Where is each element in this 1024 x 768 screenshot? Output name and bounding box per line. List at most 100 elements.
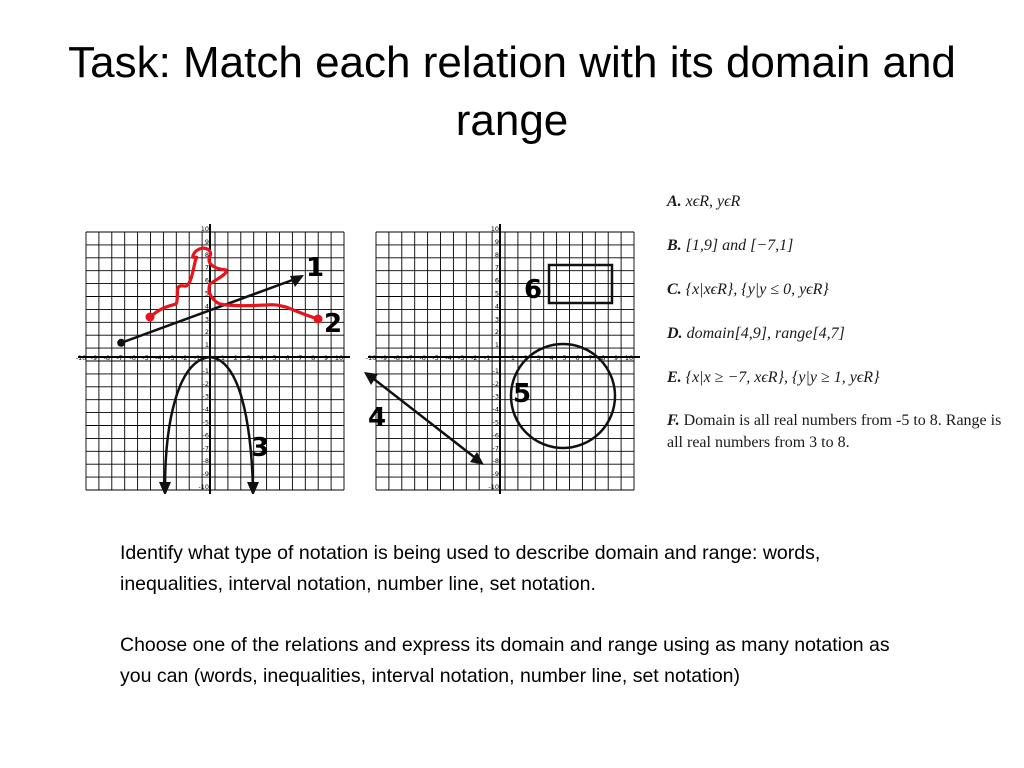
x-tick-label: 9 [324, 354, 328, 362]
x-tick-label: 5 [272, 354, 276, 362]
y-tick-label: -9 [203, 470, 209, 478]
y-tick-label: 1 [205, 341, 209, 349]
x-tick-label: -4 [155, 354, 161, 362]
x-tick-label: -1 [194, 354, 200, 362]
y-tick-label: -1 [493, 367, 499, 375]
relation-2-left-point [145, 312, 155, 322]
y-tick-label: 6 [495, 277, 499, 285]
relation-1-ray [120, 276, 299, 344]
x-tick-label: 10 [625, 354, 633, 362]
x-tick-label: 1 [511, 354, 515, 362]
x-tick-label: -8 [104, 354, 110, 362]
y-tick-label: 4 [495, 302, 499, 310]
x-tick-label: 3 [537, 354, 541, 362]
y-tick-label: -3 [203, 393, 209, 401]
y-tick-label: -8 [493, 457, 499, 465]
relation-6-rectangle [547, 263, 614, 305]
y-tick-label: -7 [203, 444, 209, 452]
relation-3-left-arrowhead [159, 482, 171, 494]
y-tick-label: 9 [495, 238, 499, 246]
relation-3-right-arrowhead [247, 482, 259, 494]
option-c: C. {x|xϵR}, {y|y ≤ 0, yϵR} [667, 281, 829, 298]
relation-4-lower-arrowhead [470, 452, 484, 465]
y-tick-label: -7 [493, 444, 499, 452]
slide-title: Task: Match each relation with its domai… [68, 38, 956, 145]
relation-4-upper-arrowhead [364, 372, 378, 385]
x-tick-label: 9 [614, 354, 618, 362]
x-tick-label: -10 [366, 354, 377, 362]
y-tick-label: 10 [491, 225, 499, 233]
x-tick-label: 6 [285, 354, 289, 362]
y-tick-label: 4 [205, 302, 209, 310]
y-tick-label: -5 [203, 419, 209, 427]
y-tick-label: 7 [495, 264, 499, 272]
y-tick-label: 9 [205, 238, 209, 246]
y-tick-label: -2 [203, 380, 209, 388]
instructions: Identify what type of notation is being … [120, 538, 920, 722]
x-tick-label: 7 [298, 354, 302, 362]
relation-5-circle [509, 342, 617, 450]
x-tick-label: 4 [260, 354, 264, 362]
options-list: A. xϵR, yϵR B. [1,9] and [−7,1] C. {x|xϵ… [667, 190, 1012, 454]
x-tick-label: -7 [406, 354, 412, 362]
y-tick-label: -6 [493, 431, 499, 439]
relation-label-1: 1 [306, 253, 324, 283]
x-tick-label: -3 [458, 354, 464, 362]
x-tick-label: -3 [168, 354, 174, 362]
relation-label-2: 2 [324, 309, 342, 339]
y-tick-label: 2 [495, 328, 499, 336]
option-b: B. [1,9] and [−7,1] [667, 237, 794, 254]
y-tick-label: 1 [495, 341, 499, 349]
x-tick-label: 8 [311, 354, 315, 362]
relation-1-endpoint [117, 338, 126, 347]
x-tick-label: -6 [129, 354, 135, 362]
relation-3-parabola [163, 355, 255, 489]
y-tick-label: -2 [493, 380, 499, 388]
x-tick-label: -9 [91, 354, 97, 362]
option-a: A. xϵR, yϵR [667, 193, 741, 210]
option-e: E. {x|x ≥ −7, xϵR}, {y|y ≥ 1, yϵR} [667, 369, 880, 386]
relation-label-3: 3 [251, 433, 269, 463]
y-tick-label: 3 [495, 315, 499, 323]
x-tick-label: -9 [381, 354, 387, 362]
x-tick-label: -5 [432, 354, 438, 362]
x-tick-label: 6 [575, 354, 579, 362]
y-tick-label: 7 [205, 264, 209, 272]
x-tick-label: 7 [588, 354, 592, 362]
relation-label-5: 5 [513, 379, 531, 409]
x-tick-label: -4 [445, 354, 451, 362]
relation-label-4: 4 [368, 403, 386, 433]
y-tick-label: -9 [493, 470, 499, 478]
x-tick-label: 5 [562, 354, 566, 362]
x-tick-label: -1 [484, 354, 490, 362]
x-tick-label: -6 [419, 354, 425, 362]
y-tick-label: 3 [205, 315, 209, 323]
x-tick-label: -7 [116, 354, 122, 362]
y-tick-label: -4 [493, 406, 499, 414]
x-tick-label: -2 [181, 354, 187, 362]
y-tick-label: 5 [495, 290, 499, 298]
relation-label-6: 6 [524, 275, 542, 305]
y-tick-label: 10 [201, 225, 209, 233]
y-tick-label: -5 [493, 419, 499, 427]
y-tick-label: -4 [203, 406, 209, 414]
x-tick-label: 8 [601, 354, 605, 362]
y-tick-label: -3 [493, 393, 499, 401]
y-tick-label: -6 [203, 431, 209, 439]
x-tick-label: 4 [550, 354, 554, 362]
y-tick-label: -1 [203, 367, 209, 375]
instruction-identify-notation: Identify what type of notation is being … [120, 542, 821, 595]
relation-1-arrowhead [290, 275, 304, 287]
y-tick-label: 8 [495, 251, 499, 259]
x-tick-label: -5 [142, 354, 148, 362]
y-tick-label: 8 [205, 251, 209, 259]
y-tick-label: 5 [205, 290, 209, 298]
y-tick-label: -10 [488, 483, 499, 491]
y-tick-label: 6 [205, 277, 209, 285]
y-tick-label: -8 [203, 457, 209, 465]
relation-4-line [369, 375, 479, 461]
x-tick-label: 10 [335, 354, 343, 362]
x-tick-label: -8 [394, 354, 400, 362]
